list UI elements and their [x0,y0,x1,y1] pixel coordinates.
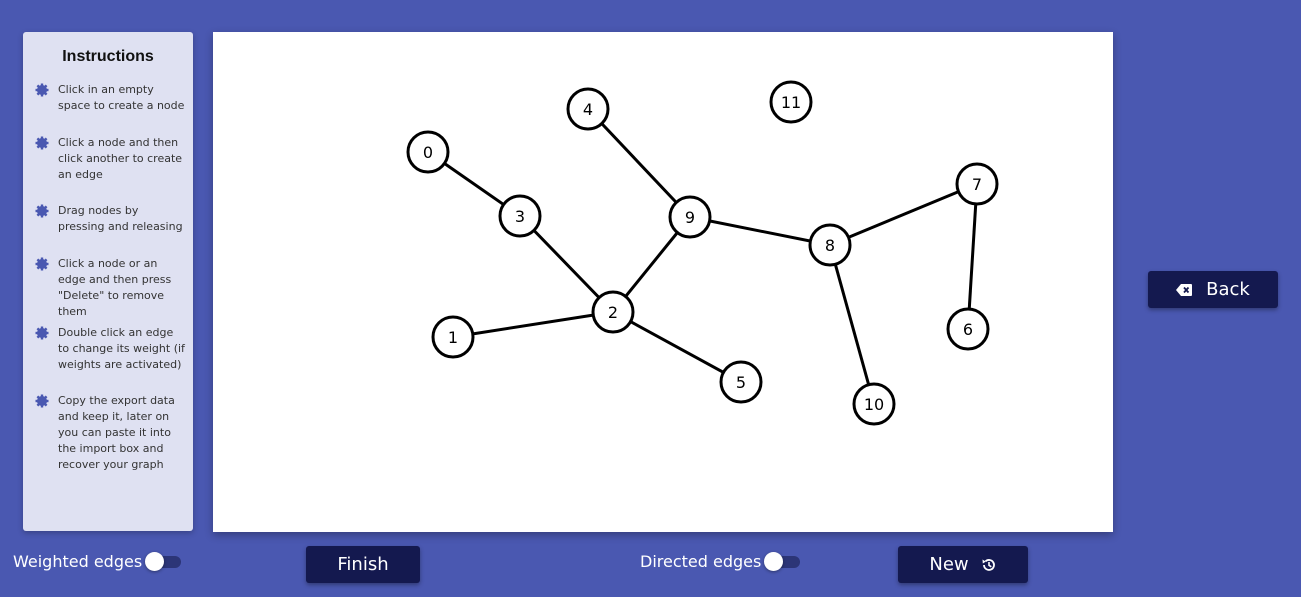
graph-node-2[interactable]: 2 [591,290,635,334]
toggle-knob [764,552,783,571]
node-circle[interactable] [498,194,542,238]
node-label: 6 [963,320,973,339]
node-label: 5 [736,373,746,392]
graph-node-7[interactable]: 7 [955,162,999,206]
node-label: 0 [423,143,433,162]
node-label: 1 [448,328,458,347]
new-label: New [929,554,969,575]
graph-node-1[interactable]: 1 [431,315,475,359]
graph-node-6[interactable]: 6 [946,307,990,351]
node-circle[interactable] [808,223,852,267]
gear-icon [35,204,49,218]
weighted-edges-toggle[interactable] [145,552,181,571]
new-button[interactable]: New [898,546,1028,583]
graph-edge-7-6[interactable] [966,183,979,330]
instruction-text: Double click an edge to change its weigh… [58,326,185,371]
back-button[interactable]: Back [1148,271,1278,308]
graph-canvas[interactable]: 0 1 2 3 4 5 6 7 8 9 10 11 [213,32,1113,532]
instruction-item: Drag nodes by pressing and releasing [35,203,185,235]
graph-node-11[interactable]: 11 [769,80,813,124]
finish-button[interactable]: Finish [306,546,420,583]
instructions-title: Instructions [62,48,154,65]
graph-edge-8-10[interactable] [828,244,876,405]
nodes-layer: 0 1 2 3 4 5 6 7 8 9 10 11 [406,80,999,426]
edges-layer [427,107,979,405]
node-label: 9 [685,208,695,227]
node-label: 3 [515,207,525,226]
graph-edge-3-2[interactable] [518,214,615,314]
instruction-text: Click a node and then click another to c… [58,136,183,181]
graph-node-8[interactable]: 8 [808,223,852,267]
weighted-edges-label: Weighted edges [13,552,143,571]
back-label: Back [1206,279,1250,300]
graph-node-9[interactable]: 9 [668,195,712,239]
node-label: 2 [608,303,618,322]
directed-edges-label: Directed edges [640,552,762,571]
gear-icon [35,394,49,408]
node-circle[interactable] [406,130,450,174]
directed-edges-toggle[interactable] [764,552,800,571]
graph-node-5[interactable]: 5 [719,360,763,404]
node-label: 11 [781,93,801,112]
node-circle[interactable] [852,382,896,426]
instruction-item: Click in an empty space to create a node [35,82,185,114]
graph-edge-9-8[interactable] [689,215,831,247]
node-label: 7 [972,175,982,194]
toggle-knob [145,552,164,571]
graph-edge-1-2[interactable] [452,310,614,339]
instruction-item: Double click an edge to change its weigh… [35,325,185,373]
instruction-text: Copy the export data and keep it, later … [58,394,175,471]
graph-svg[interactable]: 0 1 2 3 4 5 6 7 8 9 10 11 [213,32,1113,532]
backspace-icon [1176,283,1193,296]
gear-icon [35,326,49,340]
instruction-text: Click a node or an edge and then press "… [58,257,172,318]
graph-node-10[interactable]: 10 [852,382,896,426]
instruction-item: Copy the export data and keep it, later … [35,393,185,473]
gear-icon [35,83,49,97]
node-circle[interactable] [431,315,475,359]
finish-label: Finish [337,554,389,575]
node-circle[interactable] [719,360,763,404]
graph-node-3[interactable]: 3 [498,194,542,238]
instruction-item: Click a node or an edge and then press "… [35,256,185,320]
node-circle[interactable] [566,87,610,131]
node-circle[interactable] [955,162,999,206]
instruction-text: Click in an empty space to create a node [58,83,185,112]
node-circle[interactable] [946,307,990,351]
gear-icon [35,257,49,271]
instruction-text: Drag nodes by pressing and releasing [58,204,183,233]
history-icon [982,558,995,571]
node-label: 8 [825,236,835,255]
graph-node-0[interactable]: 0 [406,130,450,174]
node-label: 4 [583,100,593,119]
graph-edge-2-5[interactable] [612,310,742,384]
graph-edge-8-7[interactable] [829,182,978,247]
instructions-panel: Instructions Click in an empty space to … [23,32,193,531]
node-circle[interactable] [591,290,635,334]
node-circle[interactable] [668,195,712,239]
node-circle[interactable] [769,80,813,124]
graph-node-4[interactable]: 4 [566,87,610,131]
node-label: 10 [864,395,884,414]
instruction-item: Click a node and then click another to c… [35,135,185,183]
gear-icon [35,136,49,150]
graph-edge-4-9[interactable] [586,107,692,219]
